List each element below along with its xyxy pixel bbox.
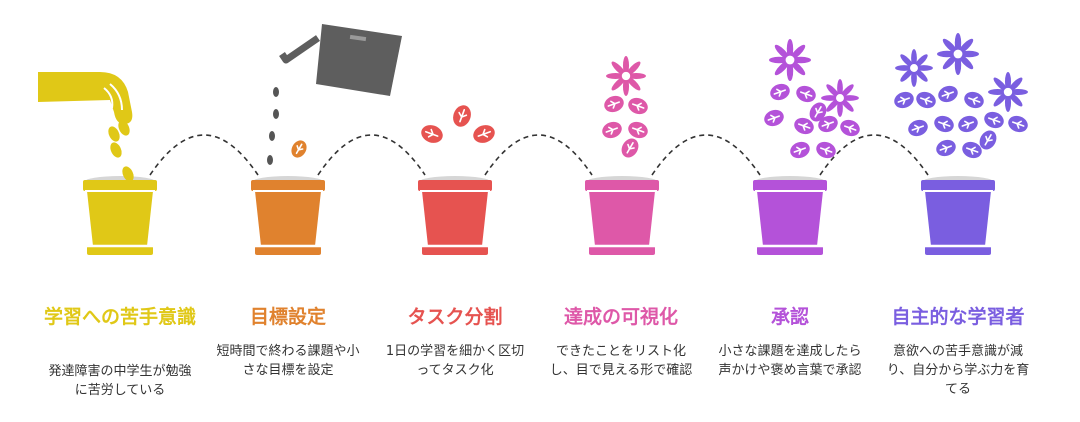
leaf-icon: [628, 121, 648, 139]
step-title: 学習への苦手意識: [43, 306, 196, 328]
step-title: 自主的な学習者: [891, 306, 1025, 328]
watering-can-icon: [279, 24, 402, 96]
water-drop-icon: [273, 87, 279, 97]
pot-icon: [753, 176, 827, 255]
leaf-icon: [964, 91, 984, 109]
leaf-icon: [962, 141, 982, 159]
flower-icon: [769, 39, 811, 81]
leaf-icon: [938, 85, 958, 103]
leaf-icon: [453, 105, 471, 127]
flower-icon: [821, 79, 859, 117]
leaf-icon: [908, 119, 928, 137]
pot-icon: [83, 176, 157, 255]
water-drop-icon: [269, 131, 275, 141]
pots: [83, 176, 995, 255]
step-title: 目標設定: [249, 306, 326, 328]
step-title: 承認: [770, 306, 809, 328]
leaf-icon: [1008, 115, 1028, 133]
step-title: 達成の可視化: [563, 306, 678, 328]
connectors: [149, 134, 929, 176]
dashed-connector: [651, 134, 761, 176]
leaf-icon: [916, 91, 936, 109]
step-description: 1日の学習を細かく区切ってタスク化: [385, 344, 525, 378]
step-description: できたことをリスト化し、目で見える形で確認: [549, 344, 693, 378]
leaf-icon: [621, 138, 639, 158]
water-drops: [267, 87, 279, 165]
leaf-icon: [604, 95, 624, 113]
leaf-icon: [628, 97, 648, 115]
leaf-icon: [958, 115, 978, 133]
leaf-icon: [796, 85, 816, 103]
water-drop-icon: [267, 155, 273, 165]
seed-icon: [110, 142, 122, 158]
water-drop-icon: [273, 109, 279, 119]
pot-icon: [251, 176, 325, 255]
leaf-icon: [979, 130, 997, 150]
leaf-icon: [818, 115, 838, 133]
leaf-icon: [934, 115, 954, 133]
hand-icon: [38, 72, 133, 124]
step-description: 意欲への苦手意識が減り、自分から学ぶ力を育てる: [886, 344, 1030, 397]
leaf-icon: [602, 121, 622, 139]
dashed-connector: [819, 134, 929, 176]
leaf-icon: [473, 125, 495, 143]
seeds: [108, 120, 134, 182]
leaf-icon: [291, 140, 307, 158]
flower-icon: [937, 33, 979, 75]
seed-icon: [118, 120, 130, 136]
leaf-icon: [816, 141, 836, 159]
leaf-icon: [936, 139, 956, 157]
leaf-icon: [764, 109, 784, 127]
leaf-icon: [794, 117, 814, 135]
leaf-icon: [421, 125, 443, 143]
flower-icon: [606, 56, 646, 96]
seed-icon: [108, 126, 120, 142]
leaf-icon: [894, 91, 914, 109]
flower-icon: [895, 49, 933, 87]
step-description: 短時間で終わる課題や小さな目標を設定: [216, 344, 360, 378]
dashed-connector: [484, 134, 593, 176]
flower-icon: [988, 72, 1028, 112]
dashed-connector: [317, 134, 426, 176]
leaf-icon: [770, 83, 790, 101]
leaf-icon: [809, 102, 827, 122]
leaf-icon: [840, 119, 860, 137]
step-description: 小さな課題を達成したら声かけや褒め言葉で承認: [718, 344, 862, 378]
step-description: 発達障害の中学生が勉強に苦労している: [48, 364, 192, 398]
seed-icon: [122, 166, 134, 182]
dashed-connector: [149, 134, 259, 176]
pot-icon: [921, 176, 995, 255]
step-title: タスク分割: [407, 306, 503, 328]
leaf-icon: [984, 111, 1004, 129]
leaf-icon: [790, 141, 810, 159]
pot-icon: [585, 176, 659, 255]
plants: [38, 24, 1028, 182]
growth-illustration: [38, 24, 1028, 255]
pot-icon: [418, 176, 492, 255]
